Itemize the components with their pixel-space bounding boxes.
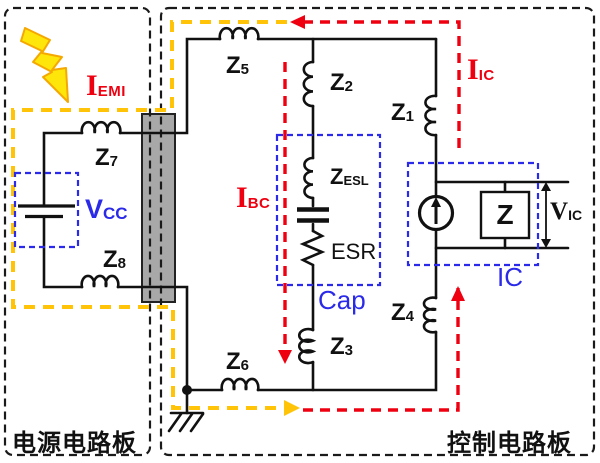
inductor-z6 bbox=[220, 377, 260, 392]
label-z-load: Z bbox=[496, 199, 514, 230]
inductor-z5 bbox=[218, 26, 260, 41]
vic-measure-arrow-icon bbox=[541, 182, 551, 248]
inductor-z3 bbox=[297, 327, 317, 365]
inductor-z2 bbox=[302, 60, 315, 108]
junction-dot bbox=[182, 385, 192, 395]
bypass-arrowhead-down-icon bbox=[278, 350, 292, 364]
power-board-title: 电源电路板 bbox=[12, 430, 137, 457]
ic-current-path bbox=[303, 20, 461, 412]
ic-arrowhead-left-icon bbox=[290, 15, 305, 29]
component-group-boxes bbox=[13, 133, 540, 287]
resistor-esr bbox=[299, 229, 326, 267]
inductor-z1 bbox=[424, 94, 438, 137]
vcc-box bbox=[13, 171, 80, 249]
control-board-title: 控制电路板 bbox=[447, 430, 572, 457]
ic-impedance-box bbox=[479, 190, 531, 240]
label-cap: Cap bbox=[318, 285, 366, 315]
lightning-bolt-icon bbox=[20, 27, 69, 103]
inductor-zesl bbox=[303, 156, 315, 200]
ic-box bbox=[406, 161, 540, 267]
label-ic: IC bbox=[497, 262, 523, 292]
inductor-z7 bbox=[80, 120, 122, 135]
circuit-wires bbox=[42, 26, 570, 415]
inductor-z8 bbox=[80, 274, 120, 289]
control-board-outline bbox=[159, 6, 596, 457]
current-source-icon bbox=[417, 194, 455, 232]
capacitor-plates bbox=[297, 207, 329, 223]
cap-box bbox=[275, 133, 382, 287]
board-connector-bar bbox=[141, 113, 176, 303]
emi-current-path bbox=[11, 20, 287, 410]
inductor-z4 bbox=[422, 296, 438, 334]
emi-arrowhead-right-icon bbox=[284, 400, 300, 416]
power-board-outline bbox=[3, 6, 152, 457]
ic-arrowhead-up-icon bbox=[451, 286, 465, 301]
ground-icon bbox=[167, 411, 205, 433]
vcc-source-symbol bbox=[18, 204, 75, 219]
label-esr: ESR bbox=[331, 239, 377, 264]
